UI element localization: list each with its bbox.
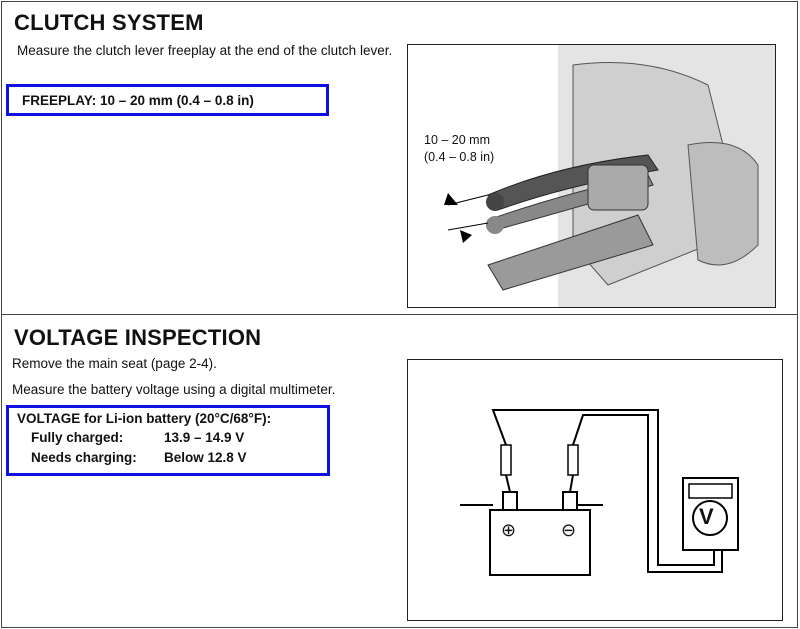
clutch-instruction: Measure the clutch lever freeplay at the…	[17, 43, 393, 58]
freeplay-label-mm: 10 – 20 mm	[424, 133, 491, 147]
battery-positive-terminal-icon: ⊕	[501, 520, 517, 540]
needs-charging-value: Below 12.8 V	[164, 450, 247, 465]
freeplay-label-in: (0.4 – 0.8 in)	[424, 150, 495, 164]
voltage-section-title: VOLTAGE INSPECTION	[14, 325, 262, 350]
battery-circuit-diagram	[460, 409, 739, 576]
multimeter-volt-symbol: V	[699, 504, 714, 529]
voltage-spec-title: VOLTAGE for Li-ion battery (20°C/68°F):	[17, 411, 272, 426]
fully-charged-value: 13.9 – 14.9 V	[164, 430, 245, 445]
section-divider	[2, 314, 797, 315]
battery-multimeter-figure: V ⊕ ⊖	[407, 359, 783, 621]
freeplay-spec-box: FREEPLAY: 10 – 20 mm (0.4 – 0.8 in)	[6, 84, 329, 116]
needs-charging-label: Needs charging:	[31, 450, 137, 465]
voltage-step-measure: Measure the battery voltage using a digi…	[12, 382, 336, 397]
clutch-lever-figure: 10 – 20 mm (0.4 – 0.8 in)	[407, 44, 776, 308]
battery-negative-terminal-icon: ⊖	[561, 520, 577, 540]
voltage-step-remove-seat: Remove the main seat (page 2-4).	[12, 356, 217, 371]
clutch-section-title: CLUTCH SYSTEM	[14, 10, 204, 35]
fully-charged-label: Fully charged:	[31, 430, 124, 445]
clutch-lever-illustration	[444, 45, 775, 307]
voltage-spec-box: VOLTAGE for Li-ion battery (20°C/68°F): …	[6, 405, 330, 476]
